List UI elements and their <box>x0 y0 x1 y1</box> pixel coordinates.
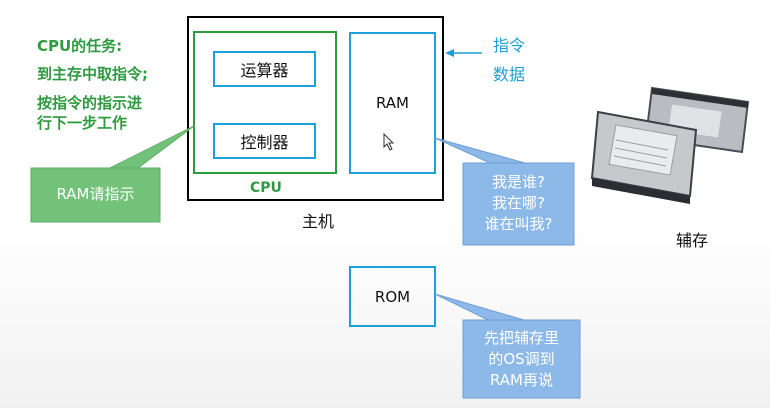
ram-label: RAM <box>375 94 410 112</box>
callout-ram-identity <box>434 137 575 246</box>
secondary-storage-label: 辅存 <box>676 231 709 250</box>
arrow-to-ram <box>445 49 482 57</box>
callout-ram-line-3: 谁在叫我? <box>484 215 553 233</box>
callout-rom-line-1: 先把辅存里 <box>483 329 559 347</box>
host-label: 主机 <box>302 212 335 231</box>
callout-rom-line-3: RAM再说 <box>489 371 554 389</box>
ram-box: RAM <box>349 32 436 174</box>
cpu-task-title: CPU的任务: <box>37 37 123 55</box>
ram-content-data: 数据 <box>493 65 526 84</box>
mouse-cursor-icon <box>383 132 395 151</box>
callout-rom-os <box>434 293 581 399</box>
alu-box: 运算器 <box>213 51 316 87</box>
cpu-task-line-1: 到主存中取指令; <box>37 65 148 83</box>
callout-ram-instruct <box>30 125 195 223</box>
callout-rom-line-2: 的OS调到 <box>488 350 555 368</box>
cpu-task-line-2: 按指令的指示进 <box>37 94 143 112</box>
rom-label: ROM <box>374 287 411 306</box>
control-unit-box: 控制器 <box>213 123 316 159</box>
callout-ram-instruct-text: RAM请指示 <box>56 185 135 203</box>
host-box <box>187 16 444 201</box>
cpu-task-line-3: 行下一步工作 <box>37 114 128 132</box>
callout-ram-identity-text: 我是谁? 我在哪? 谁在叫我? <box>463 172 574 235</box>
callout-rom-os-text: 先把辅存里 的OS调到 RAM再说 <box>463 328 580 391</box>
callout-ram-line-1: 我是谁? <box>492 173 545 191</box>
cpu-label: CPU <box>250 180 282 196</box>
cpu-box <box>193 31 337 174</box>
ram-content-instruction: 指令 <box>493 36 526 55</box>
rom-box: ROM <box>349 266 436 327</box>
hard-drive-icon <box>582 62 770 218</box>
callout-ram-line-2: 我在哪? <box>492 194 545 212</box>
